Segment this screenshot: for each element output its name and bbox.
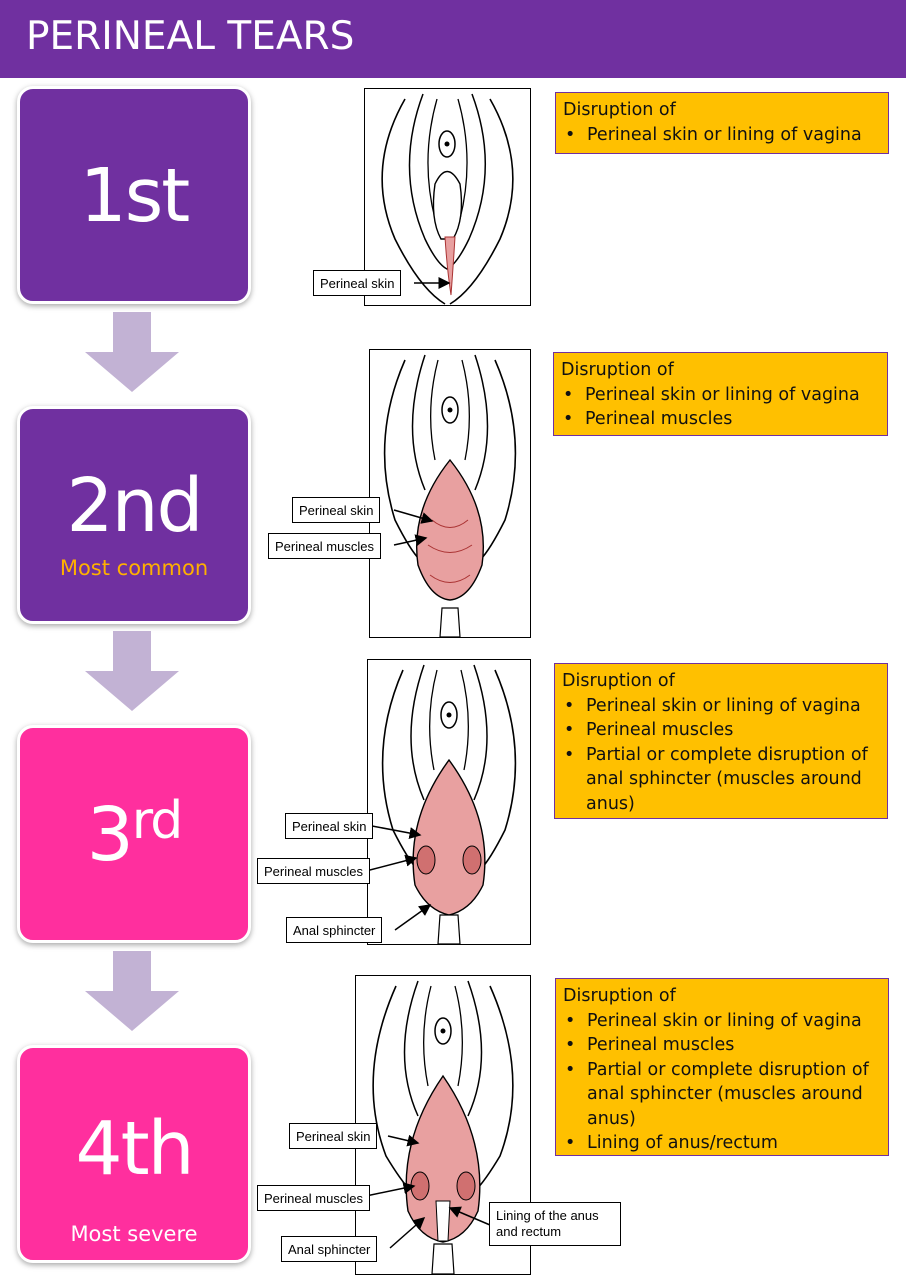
info-box-2nd: Disruption of Perineal skin or lining of…	[553, 352, 888, 436]
label-lining-anus-rectum: Lining of the anus and rectum	[489, 1202, 621, 1246]
label-perineal-muscles: Perineal muscles	[257, 858, 370, 884]
page-title: PERINEAL TEARS	[26, 14, 355, 59]
perineum-drawing	[372, 980, 514, 1275]
stage-box-1st: 1st	[17, 86, 251, 304]
down-arrow-icon	[85, 951, 179, 1031]
info-item: Perineal skin or lining of vagina	[562, 694, 880, 719]
label-perineal-muscles: Perineal muscles	[268, 533, 381, 559]
stage-label: 2nd	[66, 463, 204, 549]
label-perineal-skin: Perineal skin	[289, 1123, 378, 1149]
info-heading: Disruption of	[563, 100, 676, 120]
info-box-3rd: Disruption of Perineal skin or lining of…	[554, 663, 888, 819]
stage-box-3rd: 3rd	[17, 725, 251, 943]
stage-note: Most common	[59, 556, 209, 580]
label-anal-sphincter: Anal sphincter	[286, 917, 383, 943]
info-heading: Disruption of	[563, 986, 676, 1006]
stage-label: 4th	[75, 1106, 194, 1192]
info-heading: Disruption of	[562, 671, 675, 691]
stage-label: 3rd	[86, 791, 184, 878]
header-bar: PERINEAL TEARS	[0, 0, 906, 78]
info-item: Perineal muscles	[561, 407, 880, 432]
illustration-1st	[364, 88, 531, 306]
down-arrow-icon	[85, 631, 179, 711]
info-item: Perineal skin or lining of vagina	[563, 123, 881, 148]
info-item: Partial or complete disruption of anal s…	[563, 1058, 881, 1132]
perineum-drawing	[383, 354, 517, 638]
info-item: Partial or complete disruption of anal s…	[562, 743, 880, 817]
down-arrow-icon	[85, 312, 179, 392]
info-box-1st: Disruption of Perineal skin or lining of…	[555, 92, 889, 154]
label-perineal-skin: Perineal skin	[292, 497, 381, 523]
perineum-drawing	[381, 93, 514, 305]
info-item: Perineal muscles	[562, 718, 880, 743]
illustration-3rd	[367, 659, 531, 945]
stage-note: Most severe	[70, 1222, 198, 1246]
label-perineal-muscles: Perineal muscles	[257, 1185, 370, 1211]
stage-box-2nd: 2nd Most common	[17, 406, 251, 624]
info-item: Perineal skin or lining of vagina	[561, 383, 880, 408]
info-box-4th: Disruption of Perineal skin or lining of…	[555, 978, 889, 1156]
stage-label: 1st	[79, 153, 191, 239]
label-perineal-skin: Perineal skin	[285, 813, 374, 839]
info-item: Lining of anus/rectum	[563, 1131, 881, 1156]
info-heading: Disruption of	[561, 360, 674, 380]
label-perineal-skin: Perineal skin	[313, 270, 402, 296]
label-anal-sphincter: Anal sphincter	[281, 1236, 378, 1262]
stage-box-4th: 4th Most severe	[17, 1045, 251, 1263]
info-item: Perineal skin or lining of vagina	[563, 1009, 881, 1034]
illustration-2nd	[369, 349, 531, 638]
info-item: Perineal muscles	[563, 1033, 881, 1058]
